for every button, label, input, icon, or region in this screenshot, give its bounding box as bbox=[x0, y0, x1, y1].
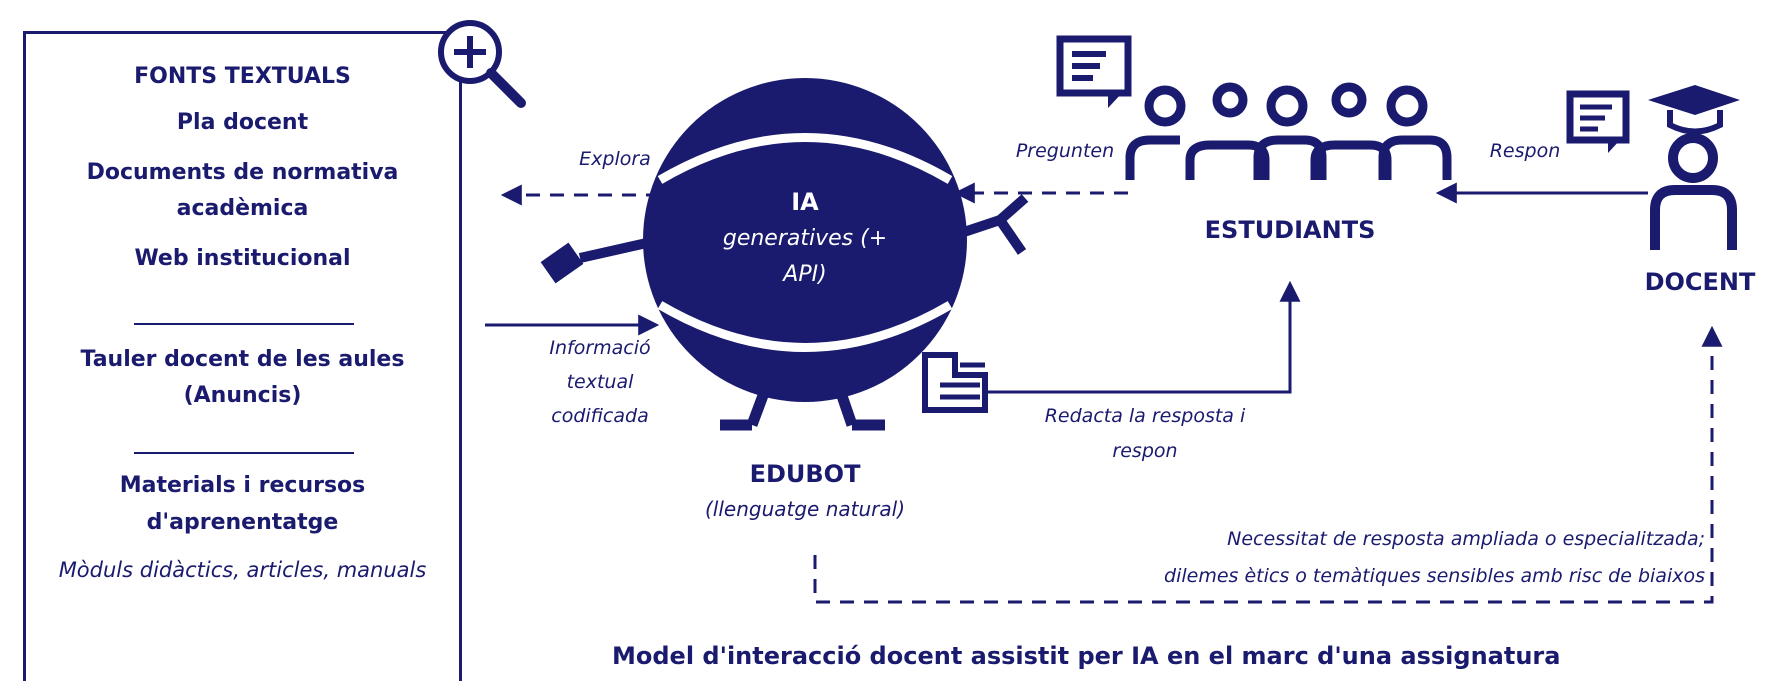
label-pregunten: Pregunten bbox=[1015, 140, 1115, 162]
magnifier-plus-icon bbox=[438, 20, 526, 108]
bot-name: EDUBOT bbox=[749, 460, 861, 488]
bot-body-title: IA bbox=[791, 188, 819, 216]
source-item-normativa-line1: Documents de normativa bbox=[86, 160, 399, 185]
label-need-line2: dilemes ètics o temàtiques sensibles amb… bbox=[1164, 565, 1705, 587]
arrow-escalate bbox=[813, 325, 1723, 604]
source-item-pla-docent: Pla docent bbox=[176, 110, 309, 135]
students-group-icon bbox=[1125, 82, 1452, 180]
source-item-materials-line2: d'aprenentatge bbox=[146, 510, 339, 535]
source-item-tauler-line1: Tauler docent de les aules bbox=[80, 347, 405, 372]
teacher-speech-bubble-icon bbox=[1566, 90, 1630, 153]
source-item-materials-sub: Mòduls didàctics, articles, manuals bbox=[58, 558, 427, 582]
students-label: ESTUDIANTS bbox=[1204, 216, 1376, 244]
label-redacta-line1: Redacta la resposta i bbox=[1044, 405, 1246, 427]
separator-2 bbox=[134, 452, 354, 454]
label-explora: Explora bbox=[579, 148, 651, 170]
label-respon: Respon bbox=[1489, 140, 1561, 162]
bot-body-line2: API) bbox=[783, 262, 827, 287]
source-item-normativa-line2: acadèmica bbox=[176, 196, 309, 221]
speech-bubble-icon bbox=[1056, 35, 1132, 108]
graduation-cap-icon bbox=[1648, 85, 1740, 135]
sources-heading: FONTS TEXTUALS bbox=[134, 64, 351, 89]
source-item-materials-line1: Materials i recursos bbox=[119, 473, 366, 498]
diagram-graphics bbox=[438, 20, 1740, 604]
source-item-web: Web institucional bbox=[134, 246, 351, 271]
teacher-label: DOCENT bbox=[1644, 268, 1756, 296]
label-info-line2: textual bbox=[566, 371, 634, 393]
sources-panel: FONTS TEXTUALS Pla docent Documents de n… bbox=[23, 31, 462, 681]
label-info-line3: codificada bbox=[551, 405, 649, 427]
label-info-line1: Informació bbox=[549, 337, 651, 359]
bot-body-line1: generatives (+ bbox=[722, 226, 888, 251]
label-redacta-line2: respon bbox=[1112, 440, 1178, 462]
bot-subtitle: (llenguatge natural) bbox=[704, 497, 905, 521]
teacher-icon bbox=[1650, 133, 1737, 250]
arrow-redacta bbox=[988, 280, 1301, 394]
label-need-line1: Necessitat de resposta ampliada o especi… bbox=[1227, 528, 1705, 550]
edubot-robot-icon bbox=[540, 78, 1029, 431]
separator-1 bbox=[134, 323, 354, 325]
diagram-caption: Model d'interacció docent assistit per I… bbox=[612, 642, 1561, 670]
document-icon bbox=[922, 352, 988, 413]
source-item-tauler-line2: (Anuncis) bbox=[183, 383, 302, 408]
